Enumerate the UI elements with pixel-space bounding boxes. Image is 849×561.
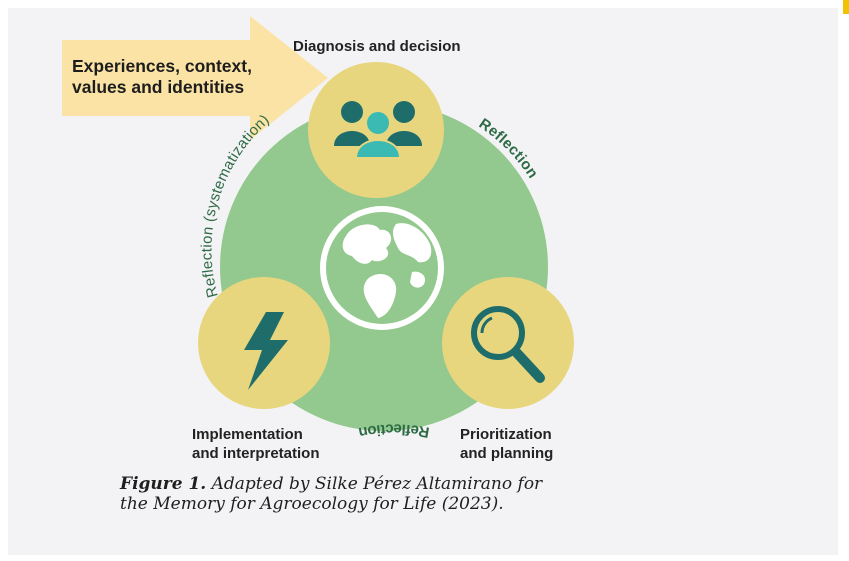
arrow-text-line2: values and identities: [72, 77, 245, 97]
bottom-right-node-label: Prioritization and planning: [460, 425, 553, 463]
caption-line2: the Memory for Agroecology for Life (202…: [120, 494, 504, 514]
context-arrow: [62, 16, 328, 140]
arrow-text: Experiences, context, values and identit…: [72, 56, 252, 98]
prioritization-node-circle: [442, 277, 574, 409]
arrow-text-line1: Experiences, context,: [72, 56, 252, 76]
bottom-right-label-line1: Prioritization: [460, 426, 552, 443]
magnifying-glass-icon: [471, 306, 545, 383]
top-node-label: Diagnosis and decision: [293, 38, 461, 55]
lightning-bolt-icon: [244, 312, 288, 390]
figure-caption: Figure 1. Adapted by Silke Pérez Altamir…: [120, 474, 640, 514]
bottom-left-node-label: Implementation and interpretation: [192, 425, 320, 463]
bottom-left-label-line2: and interpretation: [192, 445, 320, 462]
people-group-icon: [334, 101, 422, 159]
bottom-right-label-line2: and planning: [460, 445, 554, 462]
corner-accent: [843, 0, 849, 14]
globe-icon: [320, 206, 444, 330]
caption-line1: Adapted by Silke Pérez Altamirano for: [206, 474, 543, 494]
arc-label-bottom: Reflection: [357, 420, 431, 441]
bottom-left-label-line1: Implementation: [192, 426, 303, 443]
caption-bold: Figure 1.: [120, 474, 207, 494]
